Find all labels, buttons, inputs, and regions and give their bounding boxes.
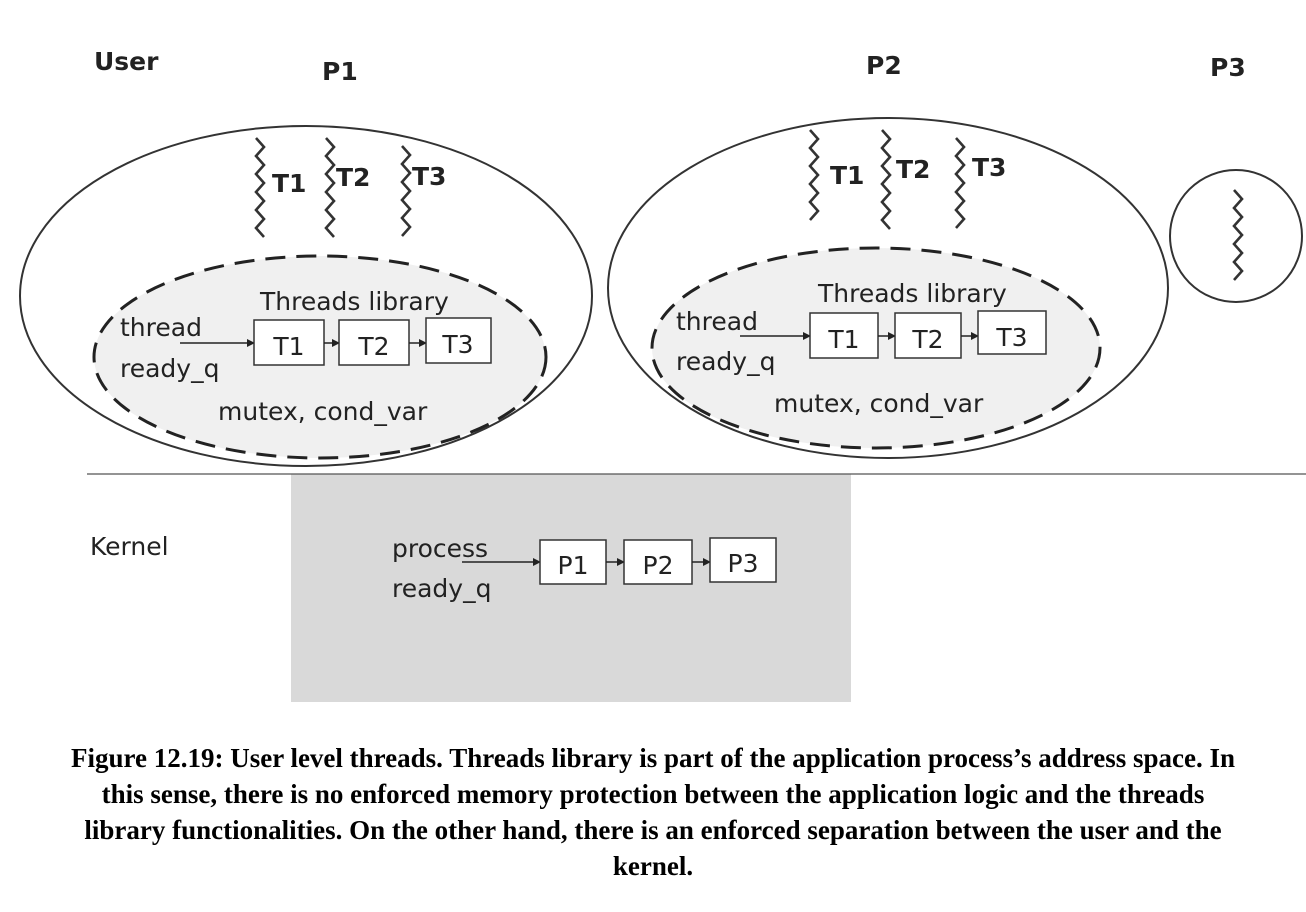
sync-primitives-label: mutex, cond_var bbox=[218, 397, 428, 426]
sync-primitives-label: mutex, cond_var bbox=[774, 389, 984, 418]
process-p3: P3 bbox=[1169, 53, 1303, 303]
process-p3-title: P3 bbox=[1210, 53, 1246, 82]
ready-queue-label-line1: thread bbox=[120, 313, 202, 342]
thread-wave-icon bbox=[808, 129, 820, 221]
user-label: User bbox=[94, 47, 159, 76]
queue-node-label: P2 bbox=[643, 551, 674, 580]
thread-wave-icon bbox=[324, 137, 336, 238]
process-p1-title: P1 bbox=[322, 57, 358, 86]
ready-queue-label-line1: thread bbox=[676, 307, 758, 336]
process-p2-title: P2 bbox=[866, 51, 902, 80]
queue-node-label: P1 bbox=[558, 551, 589, 580]
queue-node-label: T1 bbox=[827, 325, 859, 354]
ready-queue-label-line2: ready_q bbox=[392, 574, 491, 603]
kernel-label: Kernel bbox=[90, 532, 169, 561]
process-p1-thread-t3: T3 bbox=[400, 145, 446, 237]
thread-label: T2 bbox=[896, 155, 930, 184]
queue-node bbox=[894, 312, 962, 359]
thread-wave-icon bbox=[880, 129, 892, 230]
queue-node-label: T3 bbox=[995, 323, 1027, 352]
queue-node-label: T1 bbox=[272, 332, 304, 361]
thread-label: T1 bbox=[830, 161, 864, 190]
thread-wave-icon bbox=[400, 145, 412, 237]
queue-node bbox=[977, 310, 1047, 355]
thread-label: T1 bbox=[272, 169, 306, 198]
process-p1: P1 T1 T2 T3 Threads library thread ready… bbox=[19, 57, 593, 467]
thread-wave-icon bbox=[1232, 189, 1244, 281]
thread-label: T3 bbox=[412, 162, 446, 191]
process-p1-thread-t1: T1 bbox=[254, 137, 306, 238]
process-p2-thread-t1: T1 bbox=[808, 129, 864, 221]
ready-queue-label-line2: ready_q bbox=[676, 347, 775, 376]
queue-node bbox=[253, 319, 325, 366]
queue-node bbox=[623, 539, 693, 585]
library-title: Threads library bbox=[817, 279, 1007, 308]
queue-node bbox=[709, 537, 777, 583]
thread-label: T3 bbox=[972, 153, 1006, 182]
queue-node-label: T2 bbox=[911, 325, 943, 354]
process-p1-thread-t2: T2 bbox=[324, 137, 370, 238]
queue-node-label: T3 bbox=[441, 330, 473, 359]
queue-node bbox=[338, 319, 410, 366]
queue-node-label: T2 bbox=[357, 332, 389, 361]
library-title: Threads library bbox=[259, 287, 449, 316]
queue-node-label: P3 bbox=[728, 549, 759, 578]
thread-wave-icon bbox=[254, 137, 266, 238]
kernel-region bbox=[291, 474, 851, 702]
process-p2-thread-t3: T3 bbox=[954, 137, 1006, 229]
ready-queue-label-line2: ready_q bbox=[120, 354, 219, 383]
queue-node bbox=[425, 317, 492, 364]
ready-queue-label-line1: process bbox=[392, 534, 488, 563]
process-p2-thread-t2: T2 bbox=[880, 129, 930, 230]
queue-node bbox=[809, 312, 879, 359]
process-p3-address-space bbox=[1169, 169, 1303, 303]
thread-wave-icon bbox=[954, 137, 966, 229]
figure-caption: Figure 12.19: User level threads. Thread… bbox=[70, 743, 1236, 881]
thread-label: T2 bbox=[336, 163, 370, 192]
process-p2: P2 T1 T2 T3 Threads library thread ready… bbox=[607, 51, 1169, 459]
kernel-process-ready-queue: process ready_q P1 P2 P3 bbox=[392, 534, 777, 603]
